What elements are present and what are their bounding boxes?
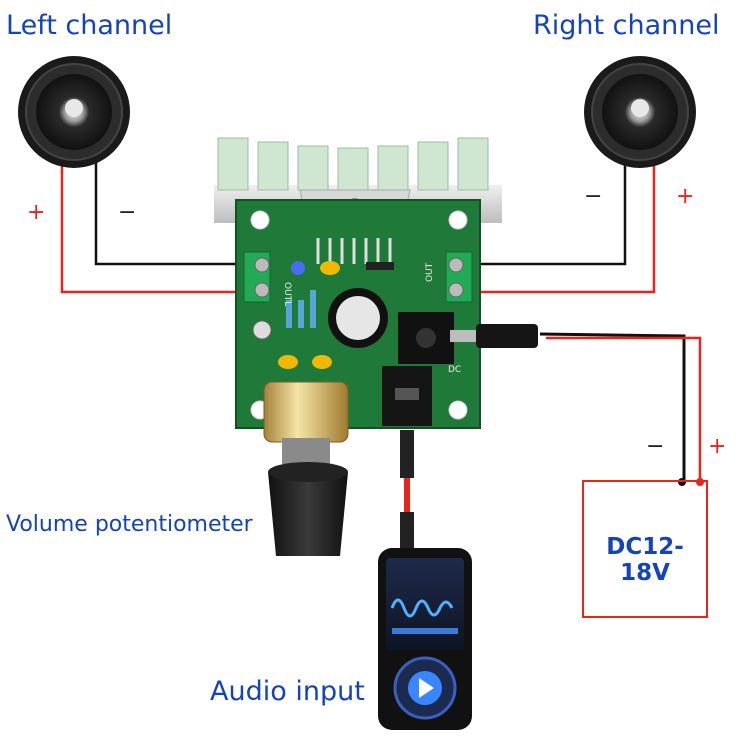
right-minus-sign: − [584, 184, 603, 209]
right-speaker-wires [458, 160, 656, 294]
out-left-silkscreen: OUTL [282, 282, 292, 306]
dc-supply-label: DC12-18V [606, 534, 684, 586]
left-speaker [18, 56, 130, 168]
volume-potentiometer [263, 381, 349, 556]
right-plus-sign: + [676, 184, 695, 209]
right-speaker [584, 56, 696, 168]
out-right-silkscreen: OUT [425, 262, 435, 282]
audio-input-label: Audio input [210, 676, 365, 707]
audio-cable [400, 430, 414, 552]
dc-power-supply: DC12-18V [582, 480, 708, 618]
music-player [378, 548, 472, 730]
left-channel-label: Left channel [6, 10, 173, 41]
volume-potentiometer-label: Volume potentiometer [6, 512, 253, 537]
dc-wires [539, 332, 704, 486]
left-plus-sign: + [27, 200, 46, 225]
dc-plug [450, 324, 538, 348]
dc-plus-sign: + [708, 434, 727, 459]
left-speaker-wires [60, 160, 268, 294]
svg-text:DC: DC [448, 365, 461, 375]
right-channel-label: Right channel [533, 10, 720, 41]
left-minus-sign: − [118, 200, 137, 225]
dc-minus-sign: − [646, 434, 665, 459]
